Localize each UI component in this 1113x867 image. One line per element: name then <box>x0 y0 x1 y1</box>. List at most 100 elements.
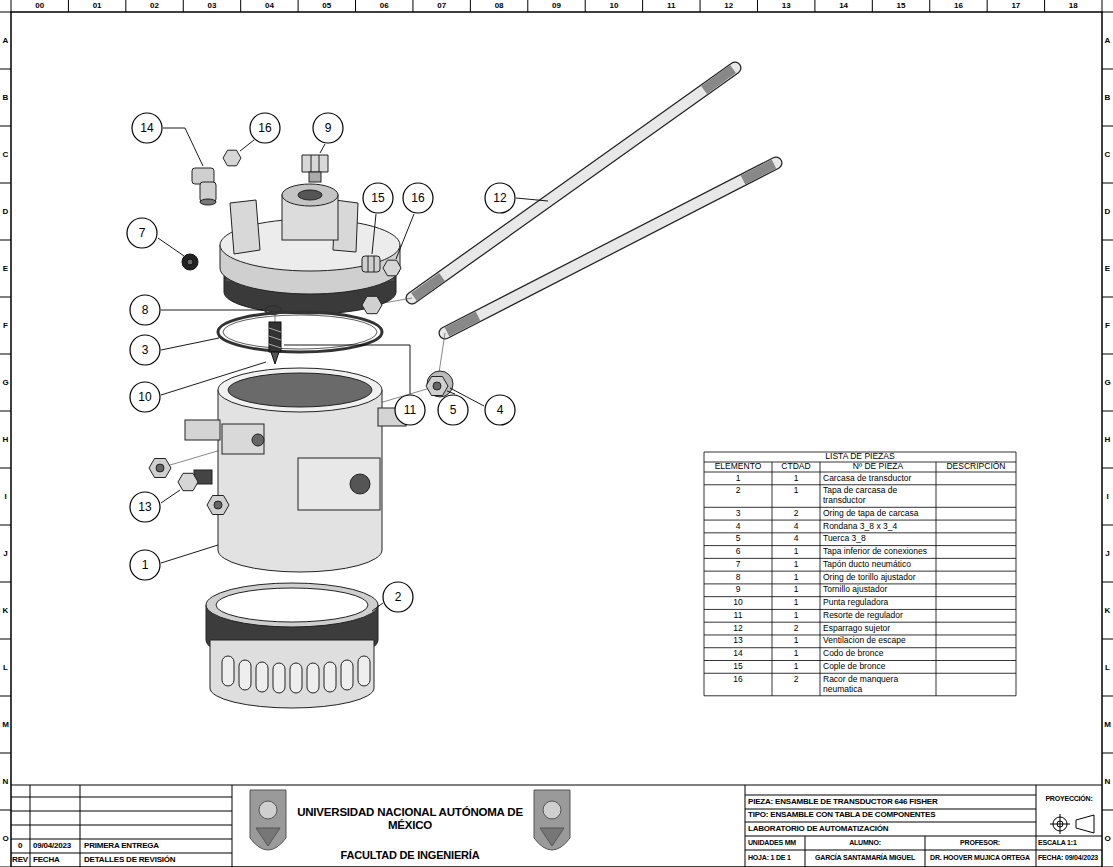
table-cell: Ventilacion de escape <box>823 636 933 646</box>
projection-symbol <box>1050 814 1094 834</box>
leader-line <box>161 490 180 503</box>
title-block-grid <box>11 839 232 840</box>
nut-washer <box>362 296 382 313</box>
callout-bubble: 16 <box>402 182 434 214</box>
table-cell: 1 <box>794 611 799 621</box>
parts-table-grid <box>936 462 937 696</box>
callout-bubble: 13 <box>129 491 161 523</box>
nut-washer <box>156 464 164 472</box>
grid-reference: 01 <box>93 1 102 10</box>
callout-bubble: 4 <box>484 394 516 426</box>
grid-strip <box>0 696 11 697</box>
grid-strip <box>0 411 11 412</box>
nut-washer <box>149 296 453 514</box>
transducer-housing <box>185 368 406 572</box>
grid-strip <box>1102 12 1113 13</box>
callout-bubble: 10 <box>129 381 161 413</box>
bottom-cap <box>256 662 268 692</box>
grid-strip <box>0 12 11 13</box>
grid-strip <box>0 639 11 640</box>
exhaust-vent <box>178 470 212 491</box>
transducer-housing <box>218 390 382 572</box>
title-block-text: GARCÍA SANTAMARÍA MIGUEL <box>815 854 915 862</box>
hose-fitting <box>383 260 401 276</box>
adjusting-screw <box>302 155 328 172</box>
parts-table-grid <box>704 673 1016 674</box>
grid-strip <box>11 0 12 12</box>
callout-number: 7 <box>139 227 146 239</box>
title-block-grid <box>925 836 926 867</box>
grid-reference: 13 <box>782 1 791 10</box>
grid-strip <box>585 0 586 12</box>
grid-reference: I <box>1106 492 1108 501</box>
table-cell: 9 <box>736 585 741 595</box>
bottom-cap <box>341 660 353 690</box>
title-block-grid <box>30 785 31 867</box>
table-cell: 1 <box>794 573 799 583</box>
grid-reference: E <box>3 264 8 273</box>
grid-reference: 05 <box>322 1 331 10</box>
callout-number: 9 <box>325 122 332 134</box>
callout-circle <box>485 395 515 425</box>
university-logo <box>543 801 561 819</box>
leader-line <box>396 214 414 259</box>
transducer-housing <box>218 368 382 412</box>
grid-strip <box>872 0 873 12</box>
title-block-text: 0 <box>18 841 22 850</box>
transducer-housing <box>298 458 380 510</box>
stud-rod <box>445 163 776 333</box>
grid-strip <box>987 0 988 12</box>
callout-number: 4 <box>497 404 504 416</box>
callout-circle <box>132 113 162 143</box>
title-block-text: ESCALA 1:1 <box>1038 839 1077 847</box>
nut-washer <box>214 501 222 509</box>
adjusting-screw <box>311 155 312 172</box>
callout-circle <box>485 183 515 213</box>
grid-strip <box>1102 582 1113 583</box>
callout-number: 16 <box>258 122 271 134</box>
bottom-cap <box>239 660 251 690</box>
callout-bubble: 8 <box>129 294 161 326</box>
title-block-grid <box>80 785 81 867</box>
title-block-text: PRIMERA ENTREGA <box>84 841 159 850</box>
callout-number: 13 <box>138 501 151 513</box>
callout-bubble: 11 <box>394 394 426 426</box>
stud-rod <box>743 164 774 180</box>
university-logo <box>250 790 286 850</box>
callout-number: 16 <box>411 192 424 204</box>
university-logo <box>534 790 570 850</box>
grid-strip <box>1102 183 1113 184</box>
parts-table-grid <box>704 520 1016 521</box>
table-cell: 13 <box>733 636 742 646</box>
grid-strip <box>1102 525 1113 526</box>
grid-reference: H <box>3 435 9 444</box>
drawing-frame <box>11 12 1102 867</box>
title-block-grid <box>745 785 746 867</box>
leader-line <box>372 603 383 611</box>
grid-strip <box>0 468 11 469</box>
grid-strip <box>1102 639 1113 640</box>
leader-line <box>163 128 203 166</box>
grid-strip <box>929 0 930 12</box>
title-block-grid <box>11 797 232 798</box>
title-block-text: PROFESOR: <box>960 839 1000 847</box>
table-cell: Tuerca 3_8 <box>823 534 933 544</box>
parts-table-grid <box>704 452 705 696</box>
title-block-grid <box>11 811 232 812</box>
table-cell: Codo de bronce <box>823 649 933 659</box>
title-block-grid <box>1036 785 1037 867</box>
table-cell: 2 <box>794 509 799 519</box>
title-block-grid <box>805 836 806 867</box>
o-ring <box>218 312 382 352</box>
title-block-grid <box>11 853 232 854</box>
regulator-spring <box>271 352 279 364</box>
grid-strip <box>1102 240 1113 241</box>
table-cell: 10 <box>733 598 742 608</box>
table-cell: 4 <box>794 522 799 532</box>
grid-reference: L <box>1105 663 1110 672</box>
grid-strip <box>0 753 11 754</box>
table-cell: Tapa inferior de conexiones <box>823 547 933 557</box>
callout-circle <box>127 218 157 248</box>
